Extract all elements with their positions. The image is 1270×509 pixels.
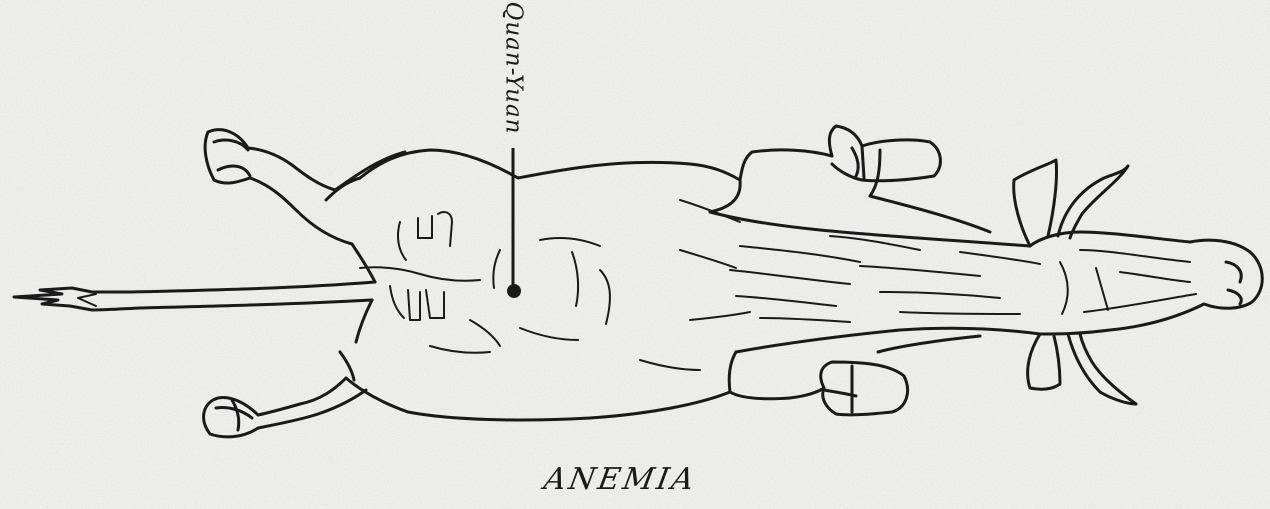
lower-fore-leg [821,362,908,415]
lower-hind-leg [204,352,408,437]
acupoint-dot [507,284,521,298]
figure-caption: ANEMIA [516,462,723,502]
acupoint-marker [507,148,521,298]
body-outline [352,150,1040,420]
acupoint-label: Quan-Yuan [483,8,543,128]
upper-horn [1058,166,1128,238]
lower-horn [1068,334,1136,404]
body-texture-lines [360,200,1040,370]
upper-ear [1014,160,1057,246]
upper-fore-leg [829,126,940,181]
lower-ear [1028,334,1060,389]
tail [14,282,375,310]
upper-hind-leg [205,130,405,244]
head [1014,160,1263,404]
